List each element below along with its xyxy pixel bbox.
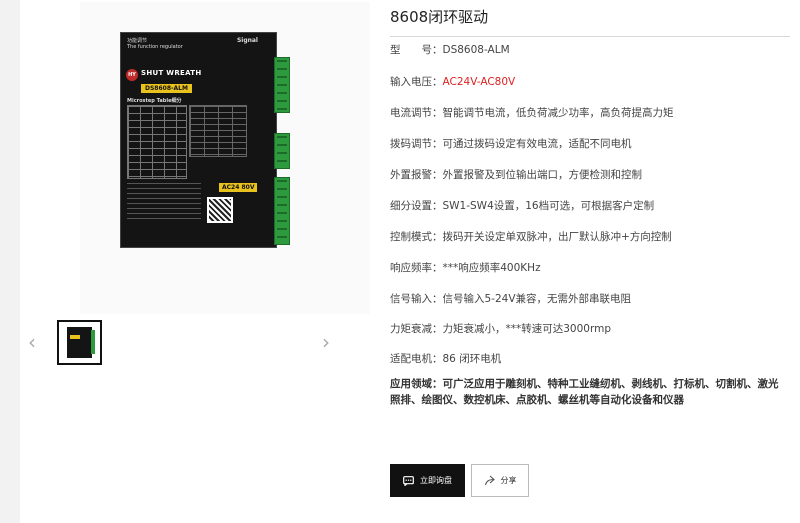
- spec-label: 电流调节：: [390, 107, 443, 119]
- product-card: 功能调节 The function regulator Signal HY SH…: [20, 0, 800, 523]
- share-icon: [484, 475, 495, 486]
- spec-row: 力矩衰减：力矩衰减小，***转速可达3000rmp: [390, 322, 611, 336]
- spec-row: 适配电机：86 闭环电机: [390, 352, 501, 366]
- spec-value: 外置报警及到位输出端口，方便检测和控制: [442, 169, 643, 181]
- terminal-block: [274, 133, 290, 169]
- spec-row: 细分设置：SW1-SW4设置，16档可选，可根据客户定制: [390, 199, 654, 213]
- inquiry-button[interactable]: 立即询盘: [390, 464, 465, 497]
- brand-name: SHUT WREATH: [141, 69, 202, 77]
- driver-photo: 功能调节 The function regulator Signal HY SH…: [120, 32, 290, 248]
- terminal-block: [274, 57, 290, 113]
- terminal-block: [274, 177, 290, 245]
- spec-row: 拨码调节：可通过拨码设定有效电流，适配不同电机: [390, 137, 632, 151]
- signal-label: Signal: [236, 37, 258, 44]
- spec-label: 拨码调节：: [390, 138, 443, 150]
- inquiry-label: 立即询盘: [420, 476, 452, 485]
- spec-label: 外置报警：: [390, 169, 443, 181]
- panel-title: 功能调节 The function regulator: [127, 38, 183, 50]
- spec-label: 控制模式：: [390, 231, 443, 243]
- spec-label: 响应频率：: [390, 262, 443, 274]
- spec-row: 电流调节：智能调节电流，低负荷减少功率，高负荷提高力矩: [390, 106, 674, 120]
- thumbnail-image: [67, 327, 95, 358]
- chevron-right-icon[interactable]: ›: [322, 330, 330, 354]
- chevron-left-icon[interactable]: ‹: [28, 330, 36, 354]
- spec-value: ***响应频率400KHz: [442, 262, 541, 274]
- spec-value: 信号输入5-24V兼容，无需外部串联电阻: [442, 293, 632, 305]
- microstep-table-title: Microstep Table细分: [127, 98, 182, 104]
- spec-row: 控制模式：拨码开关设定单双脉冲，出厂默认脉冲+方向控制: [390, 230, 672, 244]
- spec-value: SW1-SW4设置，16档可选，可根据客户定制: [442, 200, 655, 212]
- spec-label: 型 号：: [390, 44, 443, 56]
- spec-value: 力矩衰减小，***转速可达3000rmp: [442, 323, 612, 335]
- current-table: [189, 105, 247, 157]
- spec-row: 输入电压：AC24V-AC80V: [390, 75, 515, 89]
- model-badge: DS8608-ALM: [141, 84, 192, 93]
- spec-label: 信号输入：: [390, 293, 443, 305]
- spec-value: 可通过拨码设定有效电流，适配不同电机: [442, 138, 632, 150]
- application-text: 应用领域：可广泛应用于雕刻机、特种工业缝纫机、剥线机、打标机、切割机、激光照排、…: [390, 378, 779, 406]
- microstep-table: [127, 105, 187, 179]
- spec-value: 智能调节电流，低负荷减少功率，高负荷提高力矩: [442, 107, 674, 119]
- spec-value: DS8608-ALM: [442, 44, 510, 56]
- spec-row: 信号输入：信号输入5-24V兼容，无需外部串联电阻: [390, 292, 631, 306]
- share-button[interactable]: 分享: [471, 464, 529, 497]
- spec-value: AC24V-AC80V: [442, 76, 516, 88]
- spec-label: 细分设置：: [390, 200, 443, 212]
- spec-label: 力矩衰减：: [390, 323, 443, 335]
- spec-value: 86 闭环电机: [442, 353, 502, 365]
- product-title: 8608闭环驱动: [390, 8, 489, 26]
- main-product-image[interactable]: 功能调节 The function regulator Signal HY SH…: [80, 2, 370, 314]
- chat-icon: [403, 475, 414, 486]
- qr-code: [207, 197, 233, 223]
- thumbnail-item[interactable]: [57, 320, 102, 365]
- share-label: 分享: [500, 476, 517, 485]
- spec-value: 拨码开关设定单双脉冲，出厂默认脉冲+方向控制: [442, 231, 672, 243]
- title-divider: [390, 36, 790, 37]
- spec-row: 型 号：DS8608-ALM: [390, 43, 510, 57]
- spec-label: 适配电机：: [390, 353, 443, 365]
- spec-row: 响应频率：***响应频率400KHz: [390, 261, 541, 275]
- voltage-badge: AC24 80V: [219, 183, 258, 192]
- spec-label: 输入电压：: [390, 76, 443, 88]
- spec-lines: [127, 183, 201, 223]
- spec-row: 外置报警：外置报警及到位输出端口，方便检测和控制: [390, 168, 642, 182]
- brand-logo: HY: [126, 69, 138, 81]
